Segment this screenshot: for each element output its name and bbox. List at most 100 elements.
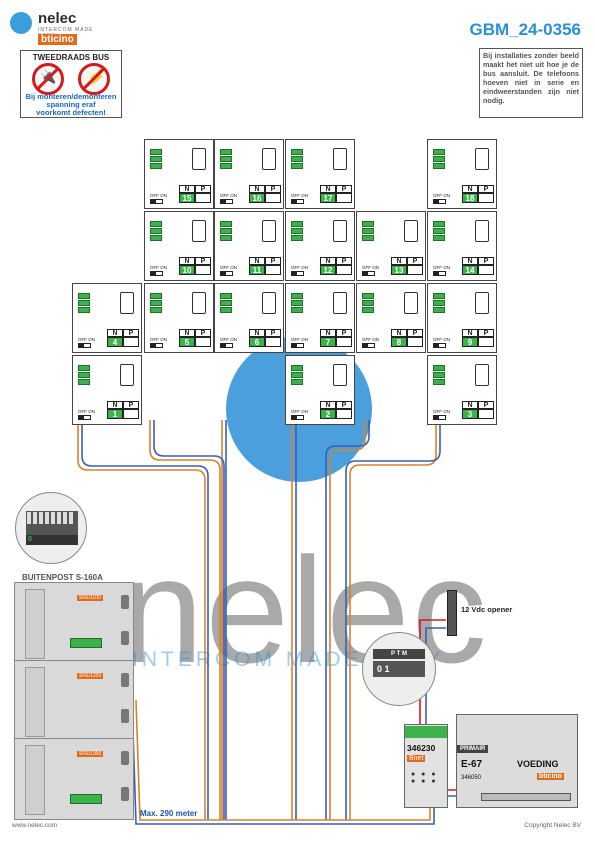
- document-id: GBM_24-0356: [469, 20, 581, 39]
- unit-number: 12: [320, 265, 336, 275]
- interface-switch-callout: P T M 0 1: [362, 632, 436, 706]
- terminal-block: [291, 293, 303, 315]
- terminal-block: [220, 221, 232, 243]
- p-value: [195, 337, 211, 347]
- terminal-block: [362, 221, 374, 243]
- door-opener-icon: [447, 590, 457, 636]
- handset-icon: [262, 220, 276, 242]
- psu-brand: bticino: [537, 773, 564, 780]
- outdoor-station-title: BUITENPOST S-160A: [22, 573, 103, 582]
- unit-number: 13: [391, 265, 407, 275]
- interface-switch-keys: P T M: [373, 649, 425, 659]
- n-header: N: [179, 257, 195, 265]
- warning-box: TWEEDRAADS BUS Bij monteren/demonteren s…: [20, 50, 122, 118]
- p-value: [478, 337, 494, 347]
- dip-switch-block: [26, 511, 78, 535]
- handset-icon: [120, 292, 134, 314]
- terminal-block: [291, 221, 303, 243]
- switch-label: OFF ON: [78, 337, 95, 342]
- p-header: P: [265, 329, 281, 337]
- unit-number: 11: [249, 265, 265, 275]
- off-on-switch: [433, 271, 446, 276]
- handset-icon: [333, 364, 347, 386]
- unit-number: 6: [249, 337, 265, 347]
- unit-number: 8: [391, 337, 407, 347]
- switch-label: OFF ON: [150, 337, 167, 342]
- warning-line-3: voorkomt defecten!: [36, 108, 106, 117]
- n-header: N: [179, 185, 195, 193]
- p-value: [478, 265, 494, 275]
- terminal-block: [433, 365, 445, 387]
- off-on-switch: [150, 271, 163, 276]
- handset-icon: [404, 220, 418, 242]
- outdoor-module-clip: [121, 595, 129, 609]
- switch-label: OFF ON: [362, 337, 379, 342]
- terminal-block: [150, 149, 162, 171]
- outdoor-terminal-block: [70, 638, 102, 648]
- handset-icon: [192, 148, 206, 170]
- interface-brand: Bnet: [407, 755, 426, 762]
- unit-number: 10: [179, 265, 195, 275]
- handset-icon: [475, 148, 489, 170]
- off-on-switch: [291, 415, 304, 420]
- off-on-switch: [150, 343, 163, 348]
- p-value: [123, 337, 139, 347]
- outdoor-module-3: SFE/1300: [14, 738, 134, 820]
- terminal-block: [78, 293, 90, 315]
- switch-label: OFF ON: [362, 265, 379, 270]
- p-header: P: [478, 329, 494, 337]
- terminal-block: [291, 365, 303, 387]
- handset-icon: [120, 364, 134, 386]
- switch-label: OFF ON: [291, 265, 308, 270]
- off-on-switch: [362, 343, 375, 348]
- handset-icon: [333, 148, 347, 170]
- switch-label: OFF ON: [220, 337, 237, 342]
- warning-line-1: Bij monteren/demonteren: [25, 92, 117, 101]
- no-voltage-icon: [78, 63, 110, 95]
- switch-label: OFF ON: [220, 265, 237, 270]
- switch-label: OFF ON: [433, 337, 450, 342]
- terminal-block: [78, 365, 90, 387]
- p-value: [336, 409, 352, 419]
- outdoor-module-clip: [121, 709, 129, 723]
- footer-website: www.nelec.com: [12, 822, 58, 829]
- p-header: P: [407, 329, 423, 337]
- p-header: P: [265, 185, 281, 193]
- psu-label: VOEDING: [517, 759, 559, 769]
- terminal-block: [220, 149, 232, 171]
- off-on-switch: [78, 415, 91, 420]
- door-opener-label: 12 Vdc opener: [461, 605, 513, 614]
- outdoor-module-code: SFE/1200: [77, 673, 104, 679]
- terminal-block: [291, 149, 303, 171]
- p-value: [407, 337, 423, 347]
- outdoor-module-clip: [121, 631, 129, 645]
- unit-number: 17: [320, 193, 336, 203]
- n-header: N: [391, 329, 407, 337]
- p-value: [336, 337, 352, 347]
- switch-label: OFF ON: [291, 337, 308, 342]
- unit-number: 2: [320, 409, 336, 419]
- p-value: [336, 265, 352, 275]
- unit-number: 5: [179, 337, 195, 347]
- n-header: N: [320, 257, 336, 265]
- switch-label: OFF ON: [433, 193, 450, 198]
- unit-number: 3: [462, 409, 478, 419]
